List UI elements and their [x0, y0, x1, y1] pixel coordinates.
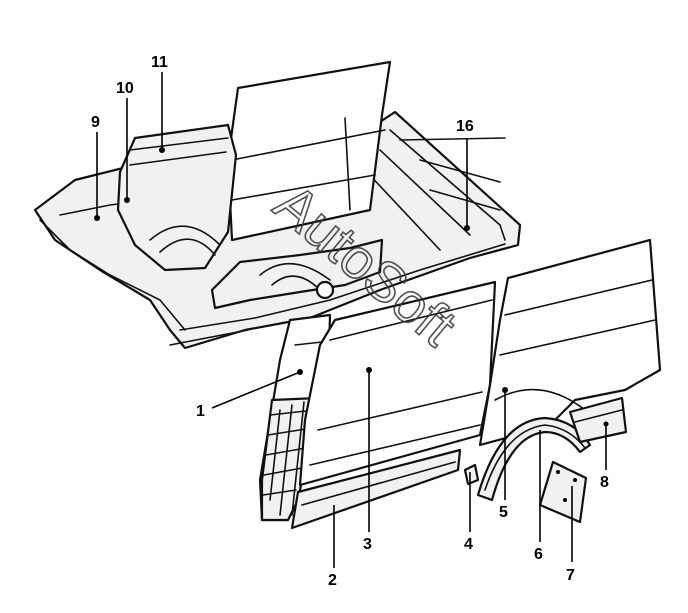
wheel-arch-housing — [116, 123, 238, 272]
part-8-rear-moulding — [568, 396, 628, 444]
callout-8: 8 — [600, 474, 609, 491]
callout-5: 5 — [499, 504, 508, 521]
callout-2: 2 — [328, 572, 337, 589]
callout-16: 16 — [456, 118, 474, 135]
leader-anchor-dots — [94, 147, 508, 393]
callout-9: 9 — [91, 114, 100, 131]
part-6-arch-trim — [476, 416, 592, 502]
callout-10: 10 — [116, 80, 134, 97]
callout-7: 7 — [566, 567, 575, 584]
callout-4: 4 — [464, 536, 473, 553]
part-3-front-side-panel — [298, 280, 497, 487]
callout-1: 1 — [196, 403, 205, 420]
callout-11: 11 — [151, 54, 168, 71]
part-7-mud-flap — [538, 460, 588, 524]
callout-6: 6 — [534, 546, 543, 563]
callout-labels: 1 2 3 4 5 6 7 8 9 10 11 16 — [91, 54, 609, 589]
leader-lines — [96, 72, 607, 568]
callout-3: 3 — [363, 536, 372, 553]
part-4-trim-clip — [463, 463, 480, 486]
lower-crossmember — [210, 238, 384, 310]
